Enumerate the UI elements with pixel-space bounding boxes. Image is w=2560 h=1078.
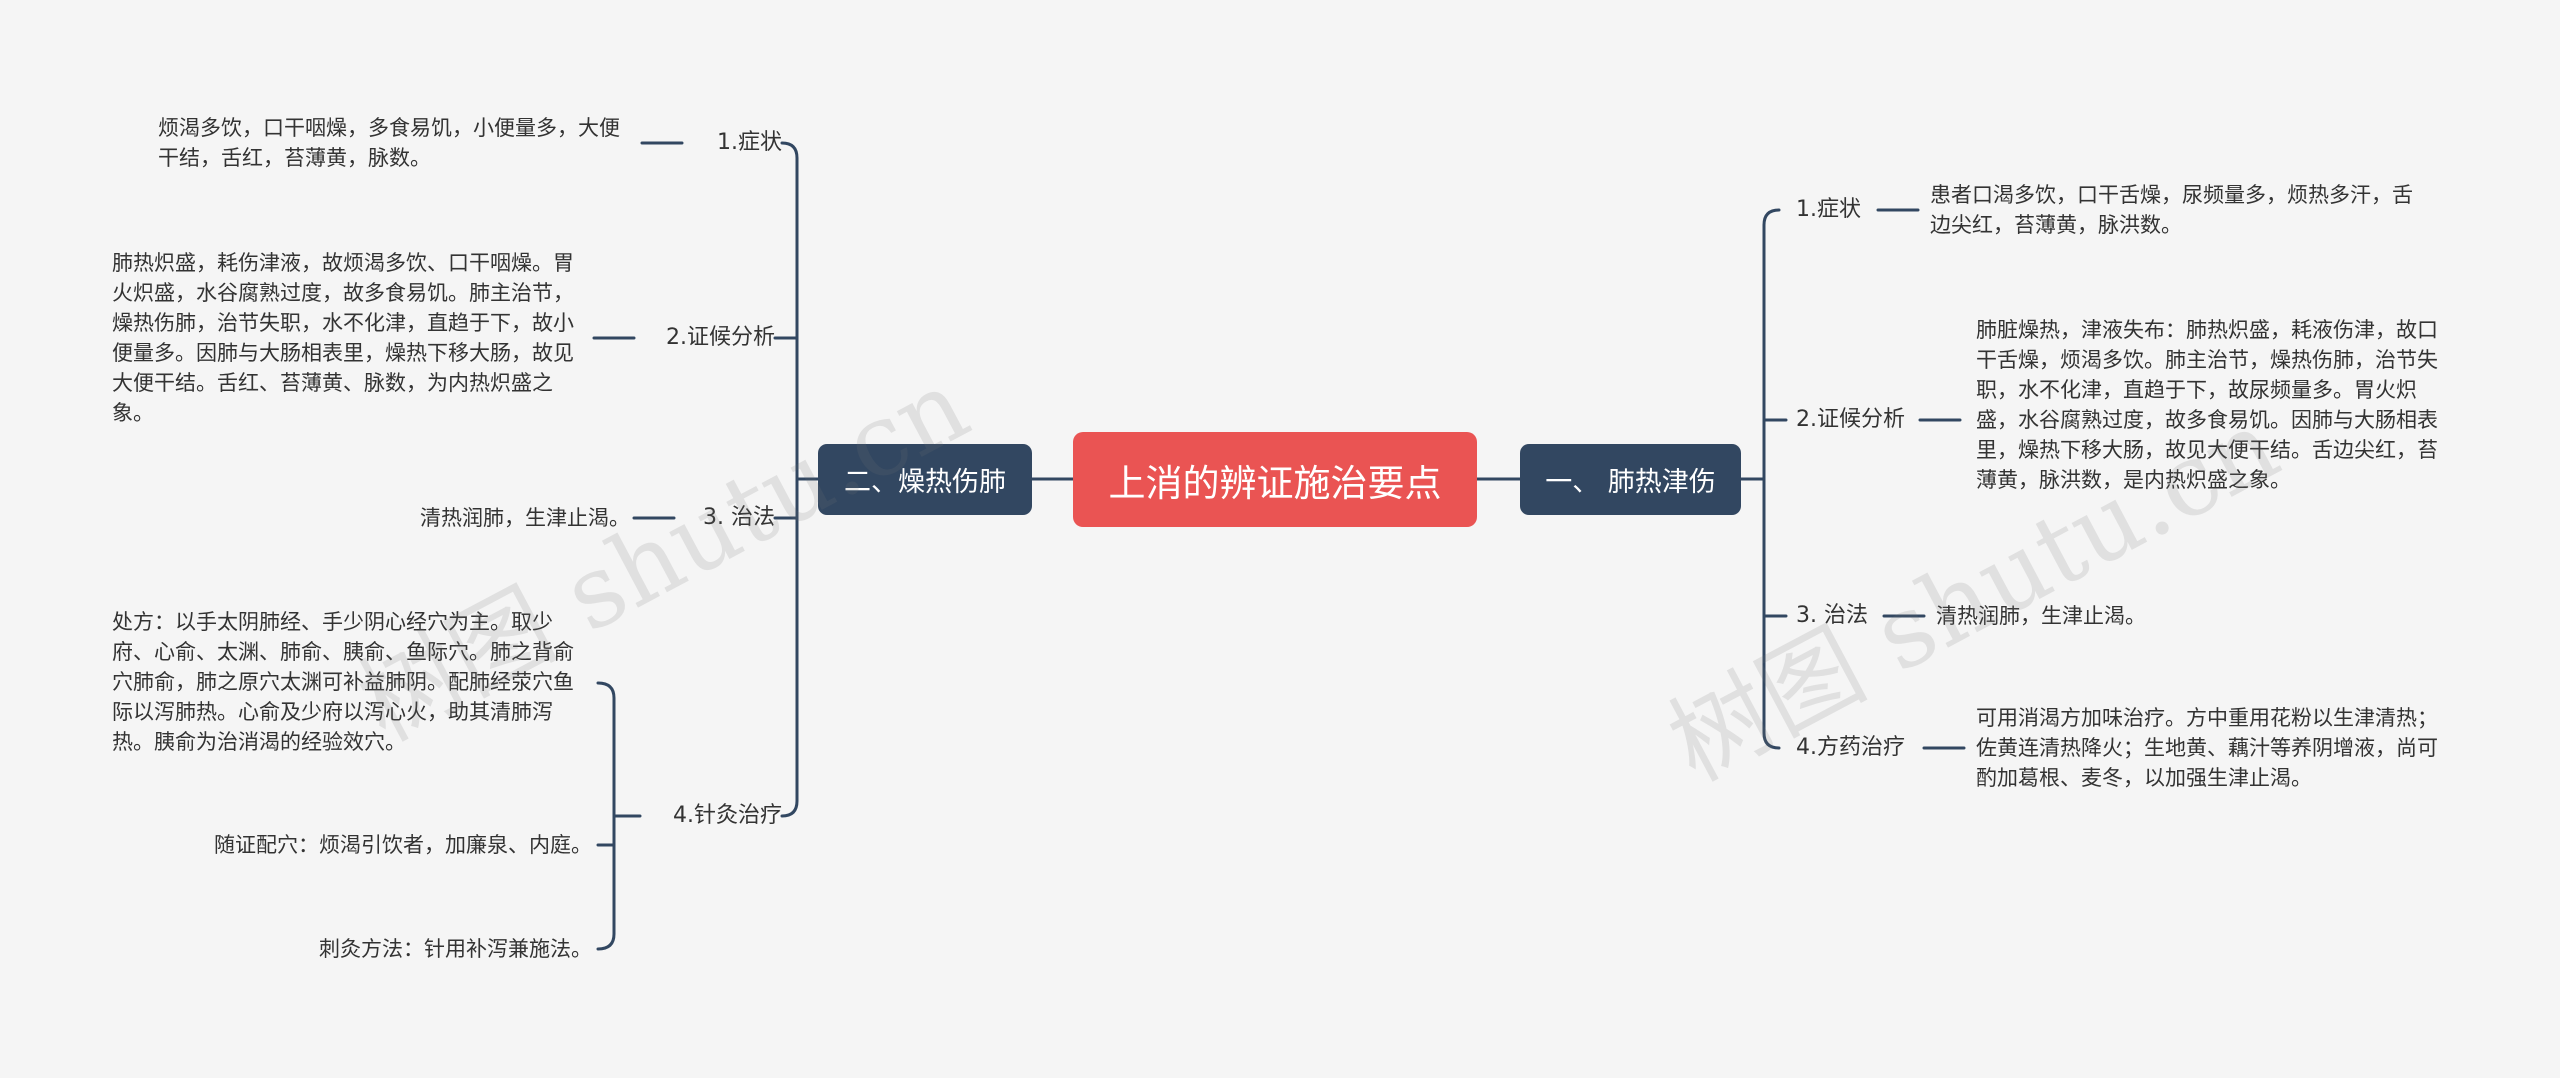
left-leaf-points[interactable]: 随证配穴：烦渴引饮者，加廉泉、内庭。 <box>214 833 592 857</box>
right-leaf-analysis[interactable]: 肺脏燥热，津液失布：肺热炽盛，耗液伤津，故口干舌燥，烦渴多饮。肺主治节，燥热伤肺… <box>1976 318 2438 492</box>
branch-left-title[interactable]: 二、燥热伤肺 <box>818 444 1032 515</box>
right-leaf-symptoms[interactable]: 患者口渴多饮，口干舌燥，尿频量多，烦热多汗，舌边尖红，苔薄黄，脉洪数。 <box>1930 183 2413 237</box>
left-sub-acupuncture[interactable]: 4.针灸治疗 <box>673 803 782 828</box>
left-leaf-method[interactable]: 刺灸方法：针用补泻兼施法。 <box>319 937 592 961</box>
central-topic[interactable]: 上消的辨证施治要点 <box>1073 432 1477 527</box>
left-leaf-symptoms[interactable]: 烦渴多饮，口干咽燥，多食易饥，小便量多，大便干结，舌红，苔薄黄，脉数。 <box>158 116 620 170</box>
right-leaf-prescription[interactable]: 可用消渴方加味治疗。方中重用花粉以生津清热；佐黄连清热降火；生地黄、藕汁等养阴增… <box>1976 706 2438 790</box>
branch-right-title[interactable]: 一、 肺热津伤 <box>1520 444 1741 515</box>
right-leaf-treatment[interactable]: 清热润肺，生津止渴。 <box>1936 604 2146 628</box>
right-sub-prescription[interactable]: 4.方药治疗 <box>1796 735 1905 760</box>
left-leaf-analysis[interactable]: 肺热炽盛，耗伤津液，故烦渴多饮、口干咽燥。胃火炽盛，水谷腐熟过度，故多食易饥。肺… <box>112 251 574 425</box>
left-leaf-treatment[interactable]: 清热润肺，生津止渴。 <box>420 506 630 530</box>
left-sub-treatment[interactable]: 3. 治法 <box>703 505 775 530</box>
left-sub-symptoms[interactable]: 1.症状 <box>717 130 782 155</box>
right-sub-analysis[interactable]: 2.证候分析 <box>1796 407 1905 432</box>
right-sub-symptoms[interactable]: 1.症状 <box>1796 197 1861 222</box>
left-leaf-prescription[interactable]: 处方：以手太阴肺经、手少阴心经穴为主。取少府、心俞、太渊、肺俞、胰俞、鱼际穴。肺… <box>112 610 574 754</box>
right-sub-treatment[interactable]: 3. 治法 <box>1796 603 1868 628</box>
left-sub-analysis[interactable]: 2.证候分析 <box>666 325 775 350</box>
